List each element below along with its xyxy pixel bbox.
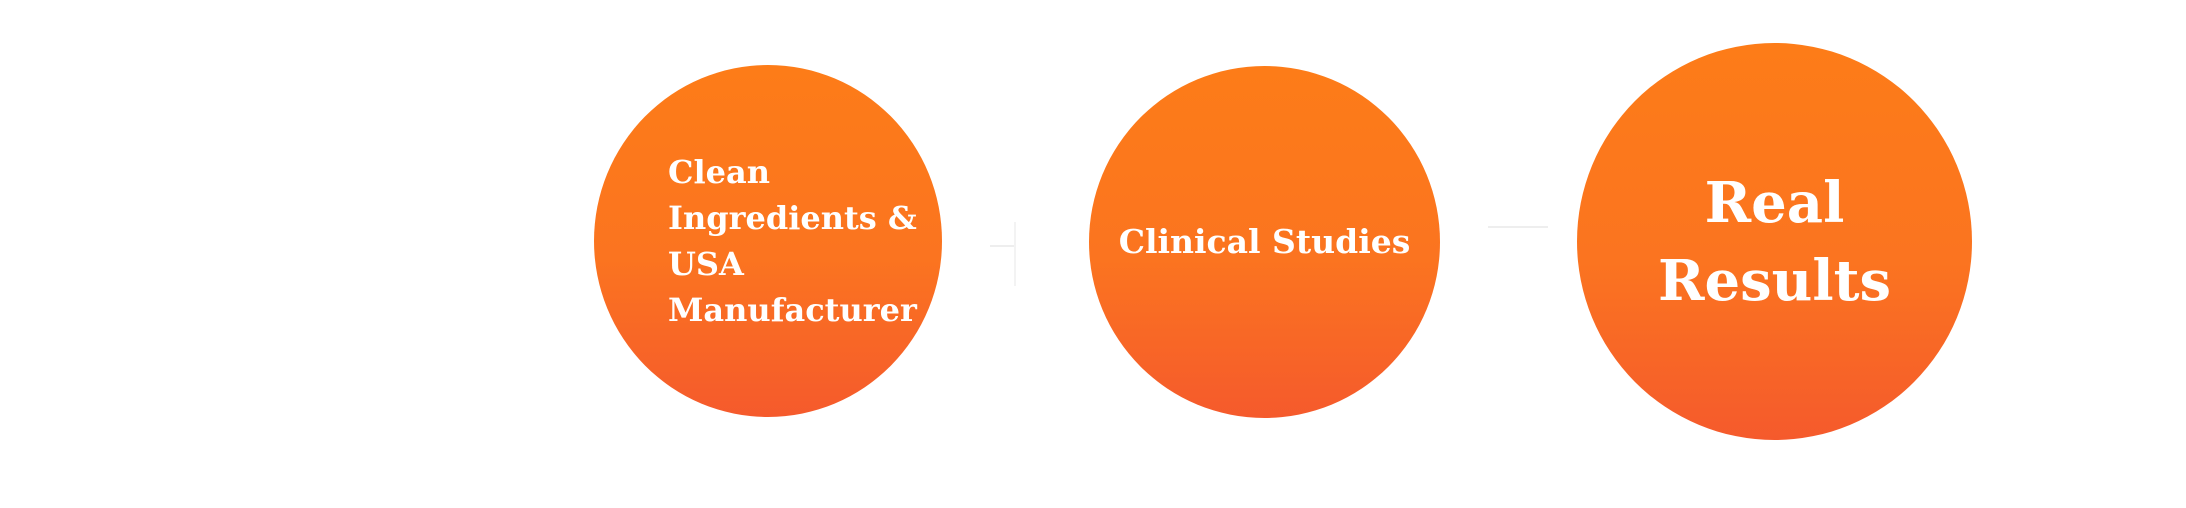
step-circle-clean-ingredients: Clean Ingredients & USA Manufacturer [594,65,942,417]
connector-line-2 [1488,226,1548,228]
step-circle-real-results: Real Results [1577,43,1972,440]
step-label-clinical-studies: Clinical Studies [1118,222,1411,261]
connector-line-1 [990,245,1016,247]
step-label-real-results: Real Results [1657,169,1892,314]
connector-tick-1 [1014,222,1016,286]
step-label-clean-ingredients: Clean Ingredients & USA Manufacturer [668,153,917,329]
step-circle-clinical-studies: Clinical Studies [1089,66,1440,418]
